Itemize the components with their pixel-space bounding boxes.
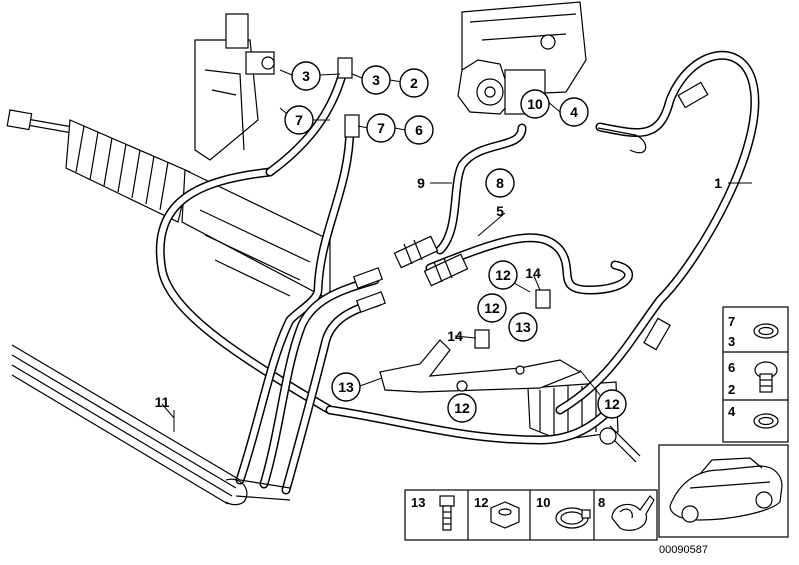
label-1: 1 bbox=[714, 175, 722, 191]
banjo-bolt-icon bbox=[754, 361, 778, 393]
callout-13a-text: 13 bbox=[515, 319, 531, 335]
callout-3a-text: 3 bbox=[302, 68, 310, 84]
legend-side-top-2: 3 bbox=[728, 334, 735, 349]
callout-13b: 13 bbox=[331, 372, 361, 402]
leader-lines bbox=[161, 69, 752, 432]
callout-8-text: 8 bbox=[496, 175, 504, 191]
callout-12a: 12 bbox=[488, 260, 518, 290]
legend-bottom-4: 8 bbox=[598, 495, 605, 510]
callout-7b: 7 bbox=[366, 113, 396, 143]
label-14b: 14 bbox=[447, 328, 463, 344]
callout-2: 2 bbox=[399, 68, 429, 98]
reference-number: 00090587 bbox=[659, 544, 708, 556]
side-legend: 7 3 6 2 4 bbox=[722, 306, 789, 443]
callout-3a: 3 bbox=[291, 61, 321, 91]
callout-2-text: 2 bbox=[410, 75, 418, 91]
legend-side-mid-1: 6 bbox=[728, 360, 735, 375]
callout-10-text: 10 bbox=[527, 96, 543, 112]
callout-12a-text: 12 bbox=[495, 267, 511, 283]
bolt-icon bbox=[439, 495, 455, 531]
callout-6-text: 6 bbox=[415, 122, 423, 138]
callout-12b-text: 12 bbox=[484, 300, 500, 316]
callout-4: 4 bbox=[559, 97, 589, 127]
callout-3b: 3 bbox=[361, 65, 391, 95]
steering-rack bbox=[6, 13, 331, 301]
callout-7a: 7 bbox=[284, 105, 314, 135]
callout-13b-text: 13 bbox=[338, 379, 354, 395]
label-11: 11 bbox=[155, 394, 170, 410]
legend-bottom-3: 10 bbox=[536, 495, 550, 510]
label-14a: 14 bbox=[525, 265, 541, 281]
legend-side-bottom: 4 bbox=[728, 404, 736, 419]
label-5: 5 bbox=[496, 203, 504, 219]
label-9: 9 bbox=[417, 175, 425, 191]
legend-side-mid-2: 2 bbox=[728, 382, 735, 397]
callout-6: 6 bbox=[404, 115, 434, 145]
rack-bellows bbox=[65, 119, 191, 223]
callout-10: 10 bbox=[520, 89, 550, 119]
callout-12c-text: 12 bbox=[454, 400, 470, 416]
car-thumbnail bbox=[658, 444, 789, 538]
callout-3b-text: 3 bbox=[372, 72, 380, 88]
cooling-coil bbox=[11, 344, 291, 506]
bottom-legend: 13 12 10 8 bbox=[404, 489, 658, 541]
callout-12d: 12 bbox=[597, 389, 627, 419]
callout-7a-text: 7 bbox=[295, 112, 303, 128]
callout-12c: 12 bbox=[447, 393, 477, 423]
fittings bbox=[337, 57, 709, 393]
callout-12b: 12 bbox=[477, 293, 507, 323]
legend-bottom-1: 13 bbox=[411, 495, 425, 510]
callout-12d-text: 12 bbox=[604, 396, 620, 412]
callout-8: 8 bbox=[485, 168, 515, 198]
clip-holder-icon bbox=[611, 495, 655, 531]
callout-4-text: 4 bbox=[570, 104, 578, 120]
legend-side-top-1: 7 bbox=[728, 314, 735, 329]
callout-7b-text: 7 bbox=[377, 120, 385, 136]
hex-nut-icon bbox=[490, 501, 520, 529]
hose-clamp-icon bbox=[555, 507, 591, 529]
callout-13a: 13 bbox=[508, 312, 538, 342]
hose-lines bbox=[155, 50, 760, 495]
legend-bottom-2: 12 bbox=[474, 495, 488, 510]
